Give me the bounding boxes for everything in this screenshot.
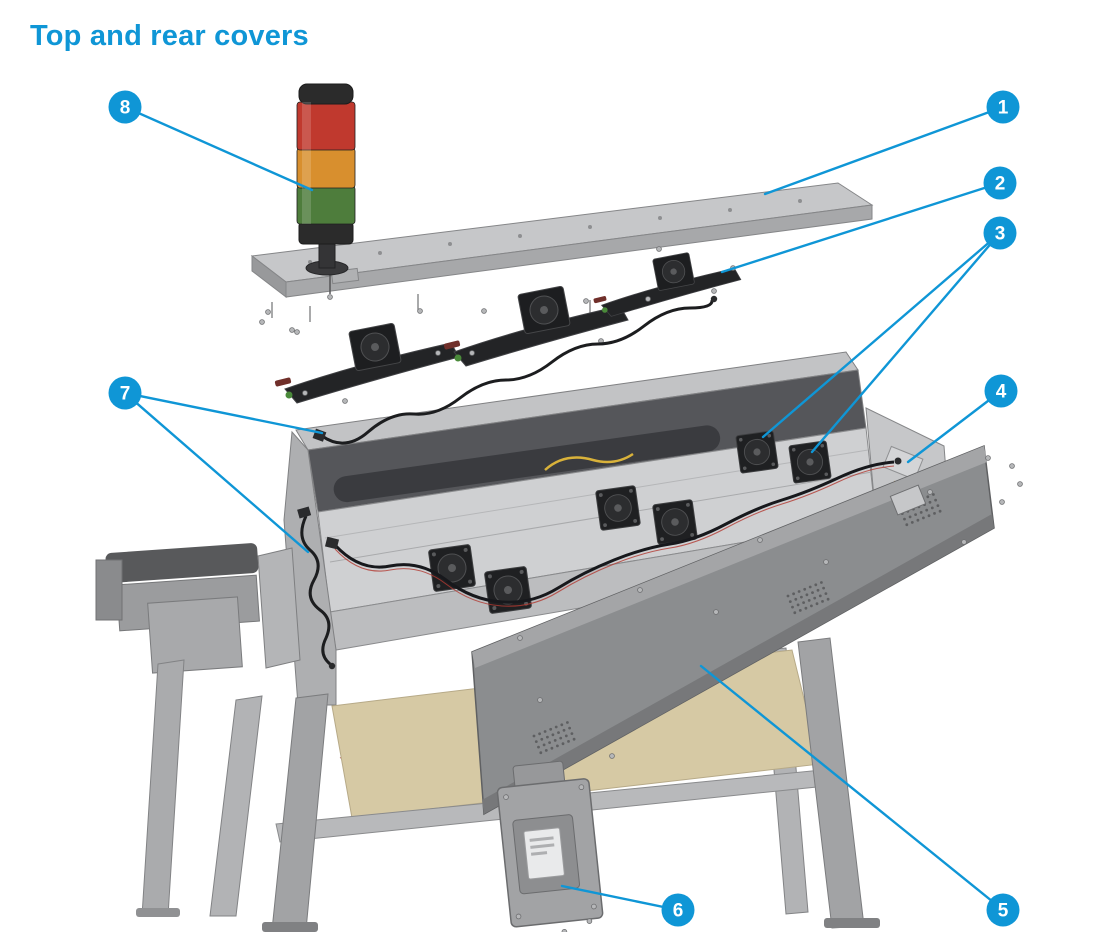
callout-8: 8 bbox=[108, 90, 142, 124]
left-cable bbox=[297, 506, 336, 670]
leader-line-7 bbox=[123, 391, 310, 554]
callout-2: 2 bbox=[983, 166, 1017, 200]
fan-icon bbox=[594, 484, 642, 532]
callout-number: 4 bbox=[996, 382, 1007, 403]
callout-4: 4 bbox=[984, 374, 1018, 408]
leader-line-4 bbox=[906, 389, 1003, 464]
callout-number: 6 bbox=[673, 901, 684, 922]
leader-line-5 bbox=[699, 664, 1005, 912]
callout-3: 3 bbox=[983, 216, 1017, 250]
leader-line-8 bbox=[123, 105, 314, 192]
top-cover bbox=[250, 182, 874, 333]
fan-assembly bbox=[592, 251, 742, 317]
callouts: 1 2 3 4 5 6 7 8 bbox=[108, 90, 1020, 927]
callout-number: 5 bbox=[998, 901, 1009, 922]
callout-circle bbox=[983, 166, 1017, 200]
callout-circle bbox=[984, 374, 1018, 408]
leader-line-3 bbox=[810, 231, 1002, 454]
leader-line-6 bbox=[560, 884, 680, 912]
rear-cover-panel bbox=[471, 444, 995, 816]
callout-number: 1 bbox=[998, 98, 1009, 119]
leader-line-3 bbox=[761, 231, 1002, 439]
callout-1: 1 bbox=[986, 90, 1020, 124]
fan-icon bbox=[735, 430, 779, 474]
callout-number: 3 bbox=[995, 224, 1006, 245]
leader-line-7 bbox=[123, 391, 324, 435]
beacon-light bbox=[296, 83, 356, 300]
callout-5: 5 bbox=[986, 893, 1020, 927]
callout-circle bbox=[108, 376, 142, 410]
callout-number: 7 bbox=[120, 384, 131, 405]
callout-6: 6 bbox=[661, 893, 695, 927]
callout-circle bbox=[986, 893, 1020, 927]
callout-number: 2 bbox=[995, 174, 1006, 195]
yellow-wire bbox=[544, 452, 634, 471]
leader-line-1 bbox=[763, 105, 1005, 196]
callout-number: 8 bbox=[120, 98, 131, 119]
rear-cable-harness bbox=[324, 457, 902, 607]
fan-icon bbox=[788, 440, 832, 484]
callout-circle bbox=[986, 90, 1020, 124]
callout-circle bbox=[108, 90, 142, 124]
leader-lines bbox=[123, 105, 1005, 912]
callout-7: 7 bbox=[108, 376, 142, 410]
fan-assembly bbox=[274, 322, 460, 404]
page-title: Top and rear covers bbox=[30, 20, 309, 52]
leader-line-2 bbox=[720, 181, 1002, 274]
printer-chassis bbox=[95, 351, 953, 759]
callout-circle bbox=[983, 216, 1017, 250]
callout-circle bbox=[661, 893, 695, 927]
